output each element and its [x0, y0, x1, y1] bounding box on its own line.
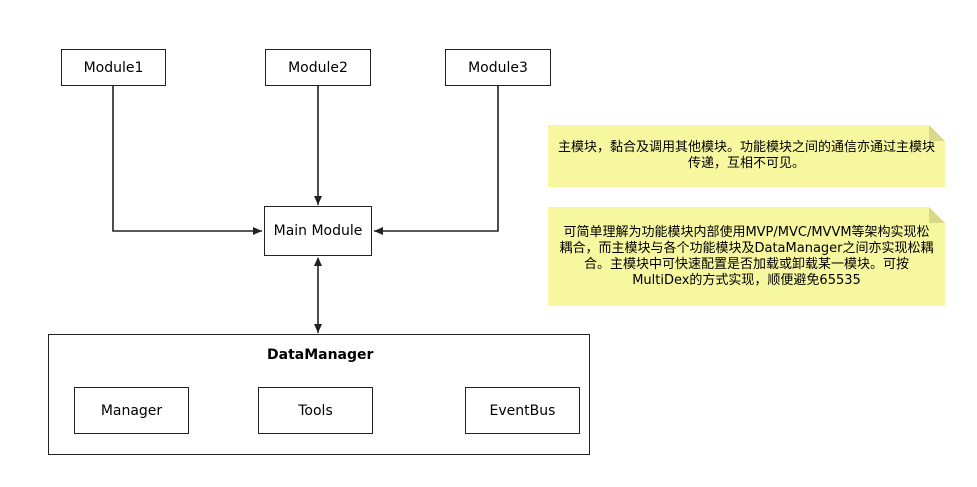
manager-box: Manager	[74, 387, 189, 434]
note-fold-icon	[929, 207, 945, 223]
tools-box: Tools	[258, 387, 373, 434]
note-main-module-text: 主模块，黏合及调用其他模块。功能模块之间的通信亦通过主模块传递，互相不可见。	[558, 140, 936, 171]
main-module-label: Main Module	[273, 223, 363, 239]
eventbus-label: EventBus	[489, 402, 556, 419]
datamanager-container: DataManager Manager Tools EventBus	[48, 334, 590, 455]
note-fold-icon	[929, 125, 945, 141]
manager-label: Manager	[100, 402, 163, 419]
module2-box: Module2	[265, 49, 371, 86]
module2-label: Module2	[288, 59, 348, 76]
note-architecture: 可简单理解为功能模块内部使用MVP/MVC/MVVM等架构实现松耦合，而主模块与…	[548, 207, 945, 306]
module1-box: Module1	[61, 49, 166, 86]
module3-box: Module3	[445, 49, 551, 86]
note-main-module: 主模块，黏合及调用其他模块。功能模块之间的通信亦通过主模块传递，互相不可见。	[548, 125, 945, 187]
datamanager-title: DataManager	[267, 347, 374, 363]
note-architecture-text: 可简单理解为功能模块内部使用MVP/MVC/MVVM等架构实现松耦合，而主模块与…	[559, 224, 934, 288]
eventbus-box: EventBus	[465, 387, 580, 434]
main-module-box: Main Module	[264, 206, 372, 256]
module3-label: Module3	[468, 59, 528, 76]
arrow-module1-to-main	[112, 86, 262, 235]
arrow-module3-to-main	[374, 86, 499, 235]
tools-label: Tools	[298, 402, 333, 419]
module1-label: Module1	[83, 59, 144, 76]
